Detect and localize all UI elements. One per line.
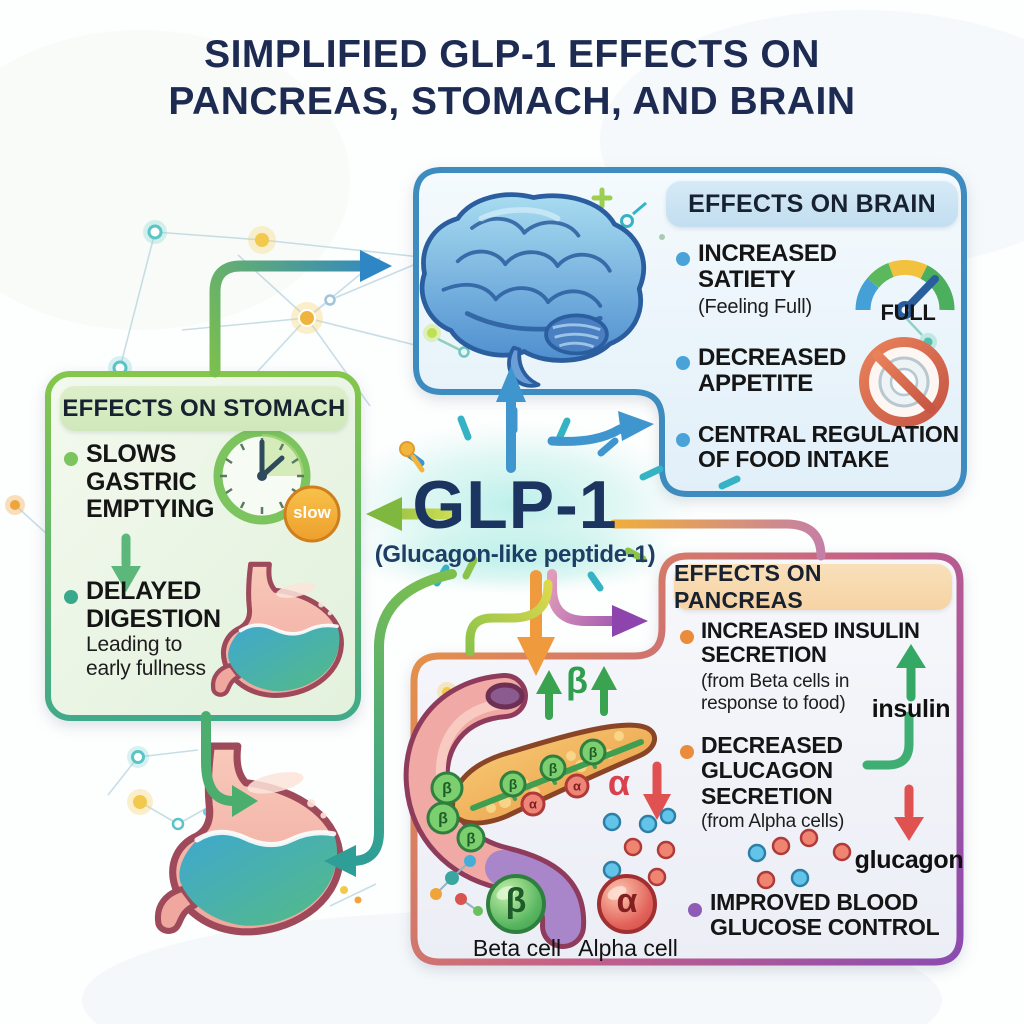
connector-glp1-yellow-green [465, 579, 553, 657]
pancreas-bullet-3: IMPROVED BLOOD GLUCOSE CONTROL [710, 889, 940, 941]
bullet-dot [680, 745, 694, 759]
bullet-dot [64, 452, 78, 466]
bullet-dot [676, 252, 690, 266]
page-title: SIMPLIFIED GLP-1 EFFECTS ON PANCREAS, ST… [168, 33, 856, 123]
arrow-glp1-to-stomach [366, 497, 458, 531]
alpha-cell-marker: α [573, 779, 581, 794]
beta-cell-marker: β [549, 760, 558, 776]
brain-illustration [419, 192, 646, 388]
brain-bullet-3: CENTRAL REGULATION OF FOOD INTAKE [698, 421, 959, 473]
arrow-glp1-down-orange [517, 570, 555, 676]
arrow-glp1-to-stomach-illustration [324, 569, 457, 877]
insulin-label: insulin [871, 695, 951, 723]
bullet-dot [64, 590, 78, 604]
connector-glp1-to-pancreas-top [609, 519, 826, 561]
stomach-large-illustration [158, 746, 340, 932]
brain-bullet-1-subtitle: (Feeling Full) [698, 296, 812, 318]
beta-legend-symbol: β [505, 882, 527, 920]
glp1-label: GLP-1 [412, 467, 618, 543]
alpha-legend-symbol: α [616, 882, 638, 920]
beta-cell-marker: β [466, 830, 475, 847]
alpha-cell-label: Alpha cell [578, 935, 678, 961]
pancreas-panel-header: EFFECTS ON PANCREAS [674, 560, 952, 613]
alpha-cell-legend-icon [597, 874, 657, 934]
slow-clock-icon [213, 427, 341, 543]
pancreas-panel-mini-arrows [536, 644, 926, 841]
slow-badge-label: slow [293, 503, 331, 522]
connector-arrows [111, 250, 826, 877]
brain-panel-header: EFFECTS ON BRAIN [666, 181, 958, 227]
arrow-glp1-to-brain-right [547, 411, 654, 446]
slow-badge [283, 485, 341, 543]
beta-cell-marker: β [509, 776, 518, 792]
gauge-label: FULL [880, 300, 936, 325]
no-appetite-icon [859, 337, 949, 427]
molecule-cluster-decoration [430, 855, 483, 916]
bullet-dot [676, 433, 690, 447]
pancreas-bullet-2: DECREASED GLUCAGON SECRETION [701, 732, 843, 809]
bullet-dot [676, 356, 690, 370]
pancreas-illustration: β β β β β β α α [403, 673, 657, 949]
bullet-dot [688, 903, 702, 917]
arrow-delayed-digestion-down [111, 533, 141, 592]
beta-cell-marker: β [589, 744, 598, 760]
pancreas-bullet-1: INCREASED INSULIN SECRETION [701, 618, 920, 668]
stomach-bullet-2-subtitle: Leading to early fullness [86, 633, 206, 681]
stomach-panel-header: EFFECTS ON STOMACH [60, 386, 348, 431]
arrow-stomachbox-to-stomach-illustration [201, 711, 258, 817]
beta-increase-symbol: β [566, 660, 588, 701]
pancreas-bullet-1-subtitle: (from Beta cells in response to food) [701, 671, 850, 714]
glucagon-label: glucagon [854, 846, 964, 874]
alpha-decrease-symbol: α [607, 762, 631, 803]
stomach-bullet-1: SLOWS GASTRIC EMPTYING [86, 440, 215, 523]
beta-cell-label: Beta cell [472, 935, 562, 961]
bullet-dot [680, 630, 694, 644]
glp1-subtitle: (Glucagon-like peptide-1) [374, 541, 656, 568]
beta-cell-marker: β [438, 811, 448, 828]
alpha-cell-marker: α [529, 797, 537, 812]
stomach-bullet-2: DELAYED DIGESTION [86, 577, 221, 633]
arrow-glp1-to-brain [496, 366, 526, 473]
pancreas-bullet-2-subtitle: (from Alpha cells) [701, 811, 845, 832]
pancreas-panel [410, 552, 964, 966]
fullness-gauge-icon [855, 260, 955, 319]
brain-bullet-2: DECREASED APPETITE [698, 344, 846, 398]
beta-cell-legend-icon [486, 874, 546, 934]
beta-cell-marker: β [442, 781, 452, 798]
brain-bullet-1: INCREASED SATIETY [698, 240, 837, 294]
arrow-stomach-to-brain [209, 250, 392, 378]
